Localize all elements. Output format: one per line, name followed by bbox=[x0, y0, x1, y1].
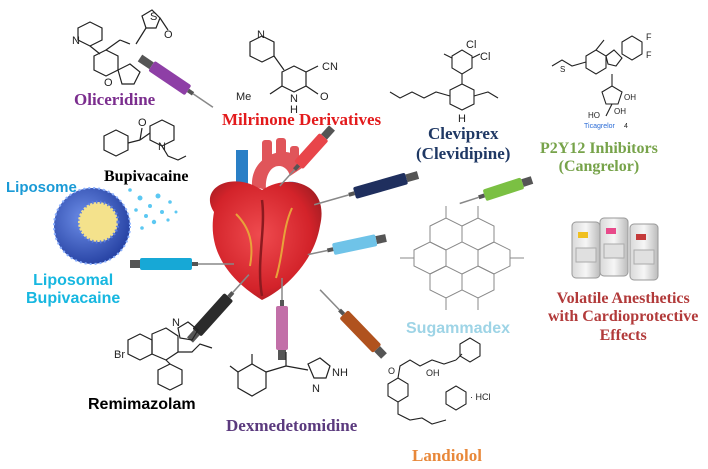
structure-cleviprex bbox=[389, 49, 499, 111]
oliceridine-o: O bbox=[164, 29, 173, 41]
syringe-p2y12 bbox=[459, 176, 534, 205]
p2y12-ho: HO bbox=[588, 111, 600, 120]
structure-remimazolam bbox=[127, 321, 213, 391]
label-cleviprex: Cleviprex (Clevidipine) bbox=[416, 124, 510, 163]
structure-sugammadex bbox=[400, 206, 524, 310]
aorta-branch-2 bbox=[276, 138, 286, 164]
label-oliceridine: Oliceridine bbox=[74, 90, 156, 109]
heart-vessel-line-3 bbox=[275, 207, 293, 279]
syringe-cleviprex bbox=[313, 171, 420, 206]
syringe-sugammadex bbox=[307, 234, 387, 256]
milrinone-o: O bbox=[320, 91, 329, 103]
structure-bupivacaine bbox=[103, 119, 187, 161]
syringe-landiolol bbox=[319, 289, 387, 359]
label-volatile: Volatile Anesthetics with Cardioprotecti… bbox=[548, 290, 698, 345]
dexmed-n: N bbox=[312, 383, 320, 395]
p2y12-ticagrelor: Ticagrelor bbox=[584, 123, 616, 130]
vaporizer-illustration bbox=[571, 217, 659, 281]
milrinone-h: H bbox=[290, 104, 298, 116]
cleviprex-cl1: Cl bbox=[466, 39, 476, 51]
oliceridine-s: S bbox=[150, 11, 157, 23]
remimazolam-n: N bbox=[172, 317, 180, 329]
p2y12-s: S bbox=[560, 65, 565, 74]
heart-body bbox=[209, 181, 322, 300]
syringe-liposomal bbox=[130, 258, 234, 270]
structure-dexmedetomidine bbox=[229, 352, 331, 397]
landiolol-o: O bbox=[388, 366, 395, 376]
milrinone-cn: CN bbox=[322, 61, 338, 73]
milrinone-n: N bbox=[257, 29, 265, 41]
label-volatile-line1: Volatile Anesthetics bbox=[556, 290, 690, 307]
oliceridine-n: N bbox=[72, 35, 80, 47]
bupivacaine-n: N bbox=[158, 141, 166, 153]
label-liposome: Liposome bbox=[6, 179, 77, 196]
p2y12-f2: F bbox=[646, 50, 652, 60]
label-liposomal-line2: Bupivacaine bbox=[26, 289, 121, 307]
label-dexmedetomidine: Dexmedetomidine bbox=[226, 416, 358, 435]
label-liposomal-bupivacaine: Liposomal Bupivacaine bbox=[26, 272, 120, 307]
heart-vessel-line bbox=[258, 199, 265, 297]
label-cleviprex-line1: Cleviprex bbox=[427, 124, 499, 143]
label-cleviprex-line2: (Clevidipine) bbox=[416, 143, 511, 163]
liposome-illustration bbox=[53, 187, 178, 265]
syringe-milrinone bbox=[279, 125, 335, 187]
heart-illustration bbox=[209, 138, 322, 300]
milrinone-me: Me bbox=[236, 91, 251, 103]
syringe-oliceridine bbox=[137, 54, 214, 108]
cleviprex-nh: H bbox=[458, 113, 466, 125]
structure-p2y12 bbox=[551, 35, 643, 117]
landiolol-oh: OH bbox=[426, 368, 440, 378]
cleviprex-cl2: Cl bbox=[480, 51, 490, 63]
heart-vessel-line-2 bbox=[235, 213, 253, 267]
label-bupivacaine: Bupivacaine bbox=[104, 168, 189, 185]
label-p2y12-line2: (Cangrelor) bbox=[558, 158, 640, 176]
remimazolam-br: Br bbox=[114, 349, 125, 361]
p2y12-f1: F bbox=[646, 32, 652, 42]
label-p2y12-line1: P2Y12 Inhibitors bbox=[540, 140, 658, 157]
label-volatile-line3: Effects bbox=[599, 326, 647, 344]
label-p2y12: P2Y12 Inhibitors (Cangrelor) bbox=[540, 140, 658, 177]
structure-milrinone bbox=[249, 35, 319, 95]
oliceridine-o2: O bbox=[104, 77, 113, 89]
label-landiolol: Landiolol bbox=[412, 446, 482, 465]
structure-landiolol bbox=[387, 337, 481, 425]
dexmed-nh: NH bbox=[332, 367, 348, 379]
label-liposomal-line1: Liposomal bbox=[33, 272, 114, 289]
aorta-branch-1 bbox=[262, 140, 272, 166]
label-volatile-line2: with Cardioprotective bbox=[548, 308, 699, 326]
p2y12-oh1: OH bbox=[624, 93, 636, 102]
structure-oliceridine bbox=[77, 9, 169, 85]
bupivacaine-o: O bbox=[138, 117, 147, 129]
label-milrinone: Milrinone Derivatives bbox=[222, 110, 382, 129]
label-sugammadex: Sugammadex bbox=[406, 320, 511, 337]
milrinone-nh: N bbox=[290, 93, 298, 105]
landiolol-hcl: · HCl bbox=[470, 392, 491, 402]
syringe-dexmedetomidine bbox=[276, 278, 288, 360]
label-remimazolam: Remimazolam bbox=[88, 396, 196, 413]
p2y12-num: 4 bbox=[624, 123, 628, 130]
p2y12-oh2: OH bbox=[614, 107, 626, 116]
